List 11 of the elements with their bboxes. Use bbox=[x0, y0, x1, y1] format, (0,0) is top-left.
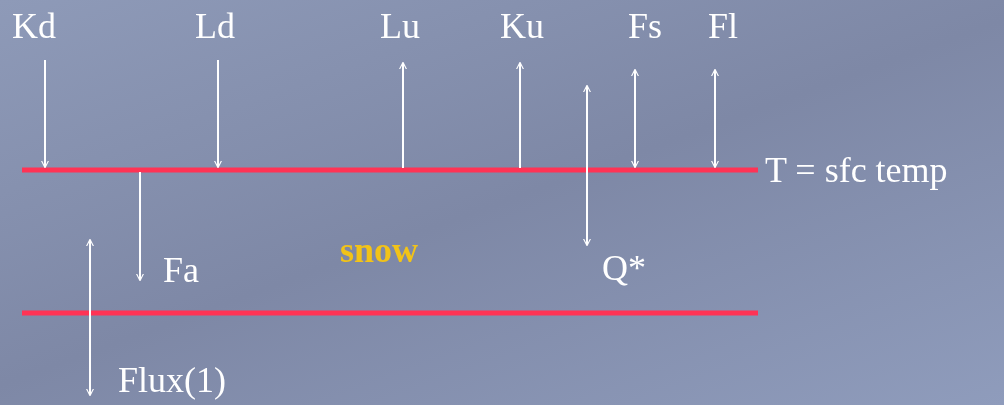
flux-label: Ld bbox=[195, 6, 235, 46]
layer-label: snow bbox=[340, 230, 419, 270]
flux-label: Kd bbox=[12, 6, 56, 46]
flux-label: Fa bbox=[163, 250, 199, 290]
layer-label: T = sfc temp bbox=[765, 150, 948, 190]
flux-label: Fl bbox=[708, 6, 739, 46]
flux-label: Q* bbox=[602, 248, 646, 288]
flux-label: Lu bbox=[380, 6, 420, 46]
flux-label: Ku bbox=[500, 6, 544, 46]
flux-label: Flux(1) bbox=[118, 360, 226, 400]
flux-label: Fs bbox=[628, 6, 663, 46]
